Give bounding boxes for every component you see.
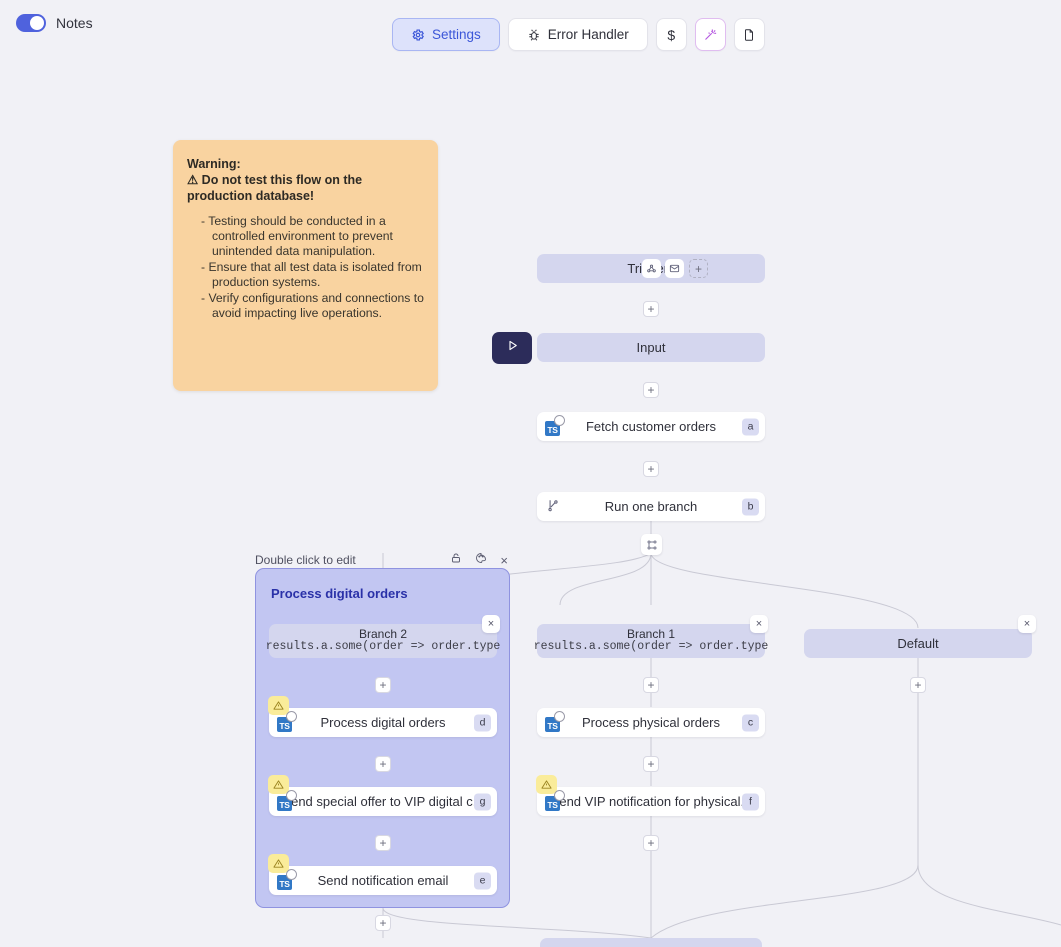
gear-icon: [411, 28, 425, 42]
note-headline: ⚠ Do not test this flow on the productio…: [187, 173, 363, 203]
node-send-notification-email[interactable]: TS Send notification email e: [268, 854, 497, 895]
close-icon[interactable]: ×: [500, 552, 508, 568]
list-item: - Verify configurations and connections …: [201, 291, 424, 320]
node-chip: f: [742, 793, 759, 810]
webhook-icon[interactable]: [642, 259, 661, 278]
node-label: Send VIP notification for physical...: [550, 794, 752, 809]
document-icon: [742, 28, 756, 42]
node-label: Send notification email: [317, 873, 449, 888]
node-label: Run one branch: [604, 499, 698, 514]
branch-node-2[interactable]: Branch 2 results.a.some(order => order.t…: [266, 624, 500, 658]
node-process-physical-orders[interactable]: TS Process physical orders c: [537, 708, 765, 737]
add-node-button[interactable]: +: [643, 461, 659, 477]
group-edit-hint: Double click to edit: [255, 553, 356, 567]
typescript-icon: TS: [277, 789, 297, 811]
bottom-node-partial[interactable]: [540, 938, 762, 947]
branch-node-1[interactable]: Branch 1 results.a.some(order => order.t…: [534, 624, 768, 658]
input-label: Input: [636, 340, 666, 355]
input-node[interactable]: Input: [537, 333, 765, 362]
magic-wand-icon: [703, 27, 718, 42]
branch-close-button[interactable]: ×: [482, 615, 500, 633]
node-label: Process digital orders: [320, 715, 446, 730]
branch-node-default[interactable]: Default: [804, 629, 1032, 658]
settings-button-label: Settings: [432, 27, 481, 42]
group-actions: ×: [450, 551, 508, 569]
document-button[interactable]: [733, 18, 765, 51]
warning-icon: [268, 854, 289, 873]
branch-expression: results.a.some(order => order.type: [265, 640, 501, 654]
list-item: - Ensure that all test data is isolated …: [201, 260, 422, 289]
group-title: Process digital orders: [271, 586, 408, 601]
group-process-digital-orders[interactable]: Process digital orders: [255, 568, 510, 908]
node-send-special-offer-vip[interactable]: TS Send special offer to VIP digital c..…: [268, 775, 497, 816]
add-node-button[interactable]: +: [643, 835, 659, 851]
dollar-icon: $: [667, 26, 676, 43]
node-chip: e: [474, 872, 491, 889]
branch-name: Default: [897, 636, 939, 651]
branch-icon: [546, 498, 560, 515]
group-header: Double click to edit ×: [255, 552, 510, 568]
node-process-digital-orders[interactable]: TS Process digital orders d: [268, 696, 497, 737]
add-node-button[interactable]: +: [375, 835, 391, 851]
list-item: - Testing should be conducted in a contr…: [201, 214, 393, 258]
node-chip: d: [474, 714, 491, 731]
settings-button[interactable]: Settings: [392, 18, 500, 51]
node-chip: b: [742, 498, 759, 515]
note-bullet-list: - Testing should be conducted in a contr…: [201, 214, 424, 321]
toolbar-buttons: Settings Error Handler $: [392, 18, 765, 51]
error-handler-button-label: Error Handler: [547, 27, 629, 42]
notes-toggle-label: Notes: [56, 15, 93, 31]
ai-assist-button[interactable]: [694, 18, 726, 51]
add-node-button[interactable]: +: [643, 756, 659, 772]
add-node-button[interactable]: +: [375, 756, 391, 772]
add-node-button[interactable]: +: [643, 677, 659, 693]
error-handler-button[interactable]: Error Handler: [507, 18, 648, 51]
add-node-button[interactable]: +: [643, 382, 659, 398]
node-send-vip-notification-physical[interactable]: TS Send VIP notification for physical...…: [536, 775, 765, 816]
branch-name: Branch 1: [626, 626, 676, 641]
node-label: Send special offer to VIP digital c...: [282, 794, 484, 809]
branch-name: Branch 2: [358, 626, 408, 641]
mail-icon[interactable]: [665, 259, 684, 278]
add-node-button[interactable]: +: [375, 915, 391, 931]
note-title: Warning:: [187, 157, 241, 171]
node-label: Process physical orders: [582, 715, 720, 730]
typescript-icon: TS: [277, 868, 297, 890]
node-run-one-branch[interactable]: Run one branch b: [537, 492, 765, 521]
add-node-button[interactable]: +: [643, 301, 659, 317]
node-chip: c: [742, 714, 759, 731]
typescript-icon: TS: [545, 789, 565, 811]
notes-toggle-wrap[interactable]: Notes: [16, 14, 93, 32]
branch-close-button[interactable]: ×: [750, 615, 768, 633]
add-node-button[interactable]: +: [375, 677, 391, 693]
warning-icon: [268, 696, 289, 715]
run-flow-button[interactable]: [492, 332, 532, 364]
warning-icon: [268, 775, 289, 794]
bug-icon: [527, 28, 541, 42]
node-chip: a: [742, 418, 759, 435]
triggers-node[interactable]: Triggers +: [537, 254, 765, 283]
toggle-knob: [30, 16, 44, 30]
branch-close-button[interactable]: ×: [1018, 615, 1036, 633]
lock-icon[interactable]: [450, 551, 462, 569]
typescript-icon: TS: [545, 414, 565, 436]
add-node-button[interactable]: +: [910, 677, 926, 693]
node-chip: g: [474, 793, 491, 810]
warning-icon: [536, 775, 557, 794]
warning-note[interactable]: Warning: ⚠ Do not test this flow on the …: [173, 140, 438, 391]
palette-icon[interactable]: [475, 551, 487, 569]
node-fetch-customer-orders[interactable]: TS Fetch customer orders a: [537, 412, 765, 441]
notes-toggle[interactable]: [16, 14, 46, 32]
top-toolbar: Notes Settings Erro: [0, 0, 1061, 60]
add-trigger-button[interactable]: +: [689, 259, 708, 278]
play-icon: [505, 338, 520, 358]
typescript-icon: TS: [277, 710, 297, 732]
branch-split-icon: [641, 534, 662, 555]
typescript-icon: TS: [545, 710, 565, 732]
cost-button[interactable]: $: [655, 18, 687, 51]
branch-expression: results.a.some(order => order.type: [533, 640, 769, 654]
node-label: Fetch customer orders: [585, 419, 717, 434]
